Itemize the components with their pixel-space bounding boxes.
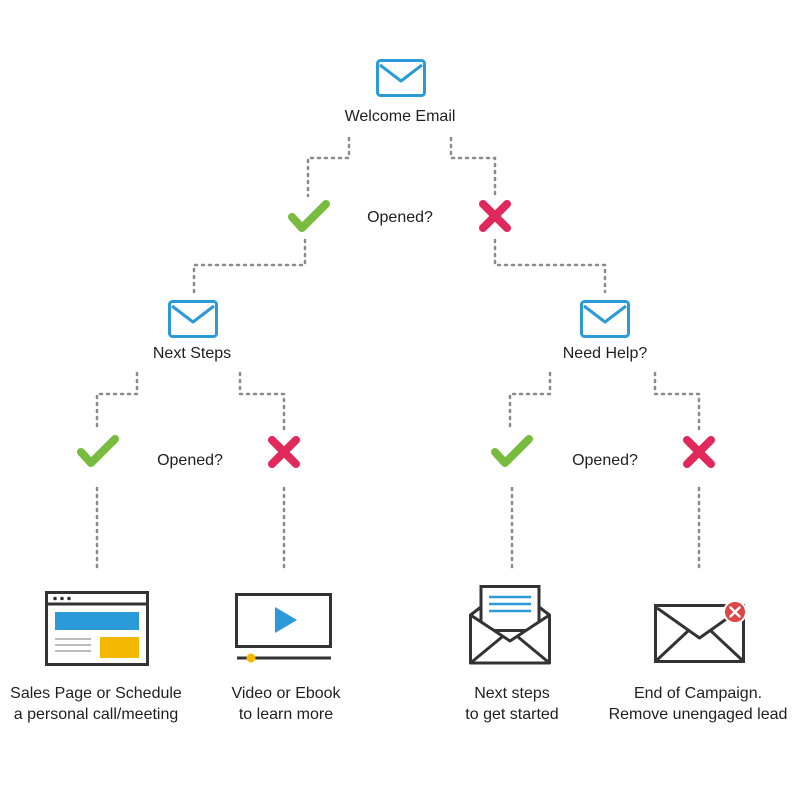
check-icon: [77, 435, 119, 467]
envelope-icon: [580, 300, 630, 338]
video-player-icon: [235, 593, 332, 663]
connector-yes-to-next-steps: [192, 238, 307, 294]
connector-need-help-no: [653, 371, 701, 432]
outcome-caption-next-steps: Next steps to get started: [432, 683, 592, 725]
caption-line: to learn more: [238, 706, 334, 723]
envelope-remove-icon: [654, 600, 747, 663]
connector-next-steps-yes: [95, 371, 139, 432]
decision-label-top: Opened?: [367, 209, 433, 226]
envelope-icon: [168, 300, 218, 338]
cross-icon: [683, 436, 715, 468]
cross-icon: [479, 200, 511, 232]
check-icon: [491, 435, 533, 467]
decision-label-right: Opened?: [572, 452, 638, 469]
open-envelope-icon: [469, 585, 551, 665]
outcome-caption-sales-page: Sales Page or Schedule a personal call/m…: [0, 683, 192, 725]
caption-line: to get started: [465, 706, 559, 723]
caption-line: a personal call/meeting: [13, 706, 179, 723]
browser-page-icon: [45, 591, 149, 666]
decision-label-left: Opened?: [157, 452, 223, 469]
connector-next-steps-no: [238, 371, 286, 432]
envelope-icon: [376, 59, 426, 97]
caption-line: End of Campaign.: [633, 685, 763, 702]
connector-welcome-yes: [306, 136, 351, 198]
node-label-welcome-email: Welcome Email: [344, 108, 456, 125]
progress-knob: [246, 653, 256, 663]
check-icon: [288, 200, 330, 232]
connector-need-help-yes: [508, 371, 552, 432]
node-label-next-steps: Next Steps: [152, 345, 232, 362]
outcome-caption-end: End of Campaign. Remove unengaged lead: [598, 683, 798, 725]
remove-badge-icon: [723, 600, 747, 624]
cross-icon: [268, 436, 300, 468]
connector-welcome-no: [449, 136, 497, 198]
caption-line: Video or Ebook: [231, 685, 341, 702]
outcome-caption-video: Video or Ebook to learn more: [206, 683, 366, 725]
connector-no-to-need-help: [493, 238, 607, 294]
play-icon: [275, 607, 297, 633]
node-label-need-help: Need Help?: [562, 345, 648, 362]
connectors: [95, 136, 701, 570]
caption-line: Sales Page or Schedule: [10, 685, 182, 702]
caption-line: Next steps: [474, 685, 550, 702]
caption-line: Remove unengaged lead: [608, 706, 788, 723]
